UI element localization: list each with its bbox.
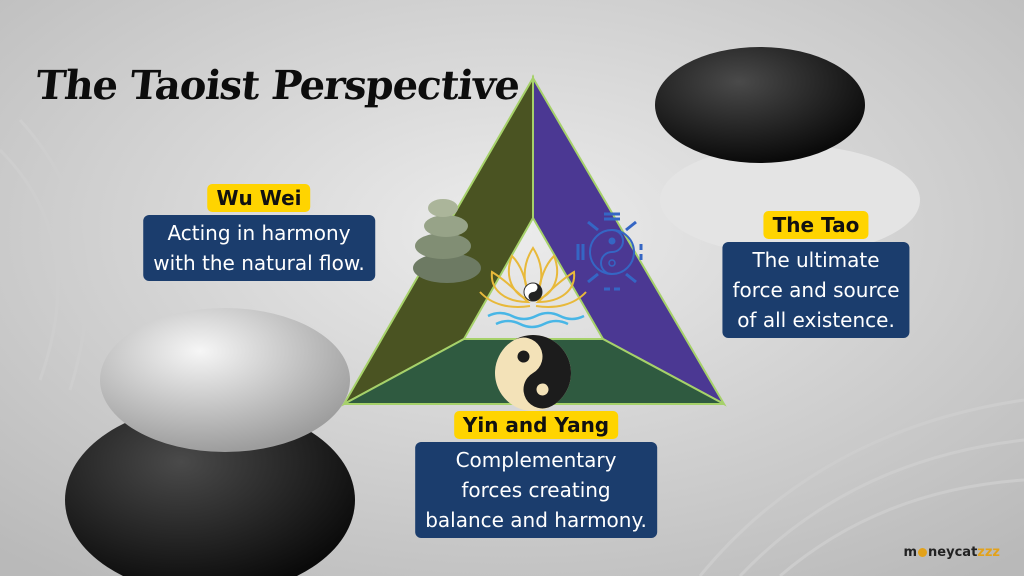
white-stone-left <box>100 308 350 452</box>
page-title: The Taoist Perspective <box>33 62 522 109</box>
stacked-stones-icon <box>413 199 481 283</box>
brand-dot-icon <box>918 548 928 557</box>
yin-yang-tag: Yin and Yang <box>453 411 619 439</box>
black-stone-right <box>655 47 865 163</box>
the-tao-label: The Tao The ultimate force and source of… <box>722 211 910 338</box>
the-tao-description: The ultimate force and source of all exi… <box>722 242 910 338</box>
the-tao-tag: The Tao <box>763 211 869 239</box>
yin-yang-description: Complementary forces creating balance an… <box>415 442 657 538</box>
wu-wei-tag: Wu Wei <box>207 184 311 212</box>
black-stone-left <box>65 405 355 576</box>
lotus-yin-yang-icon <box>479 246 587 329</box>
yin-yang-icon <box>495 334 571 411</box>
wu-wei-label: Wu Wei Acting in harmony with the natura… <box>143 184 375 281</box>
bagua-yin-yang-icon <box>576 212 643 291</box>
yin-yang-label: Yin and Yang Complementary forces creati… <box>415 411 657 538</box>
wu-wei-description: Acting in harmony with the natural flow. <box>143 215 375 281</box>
